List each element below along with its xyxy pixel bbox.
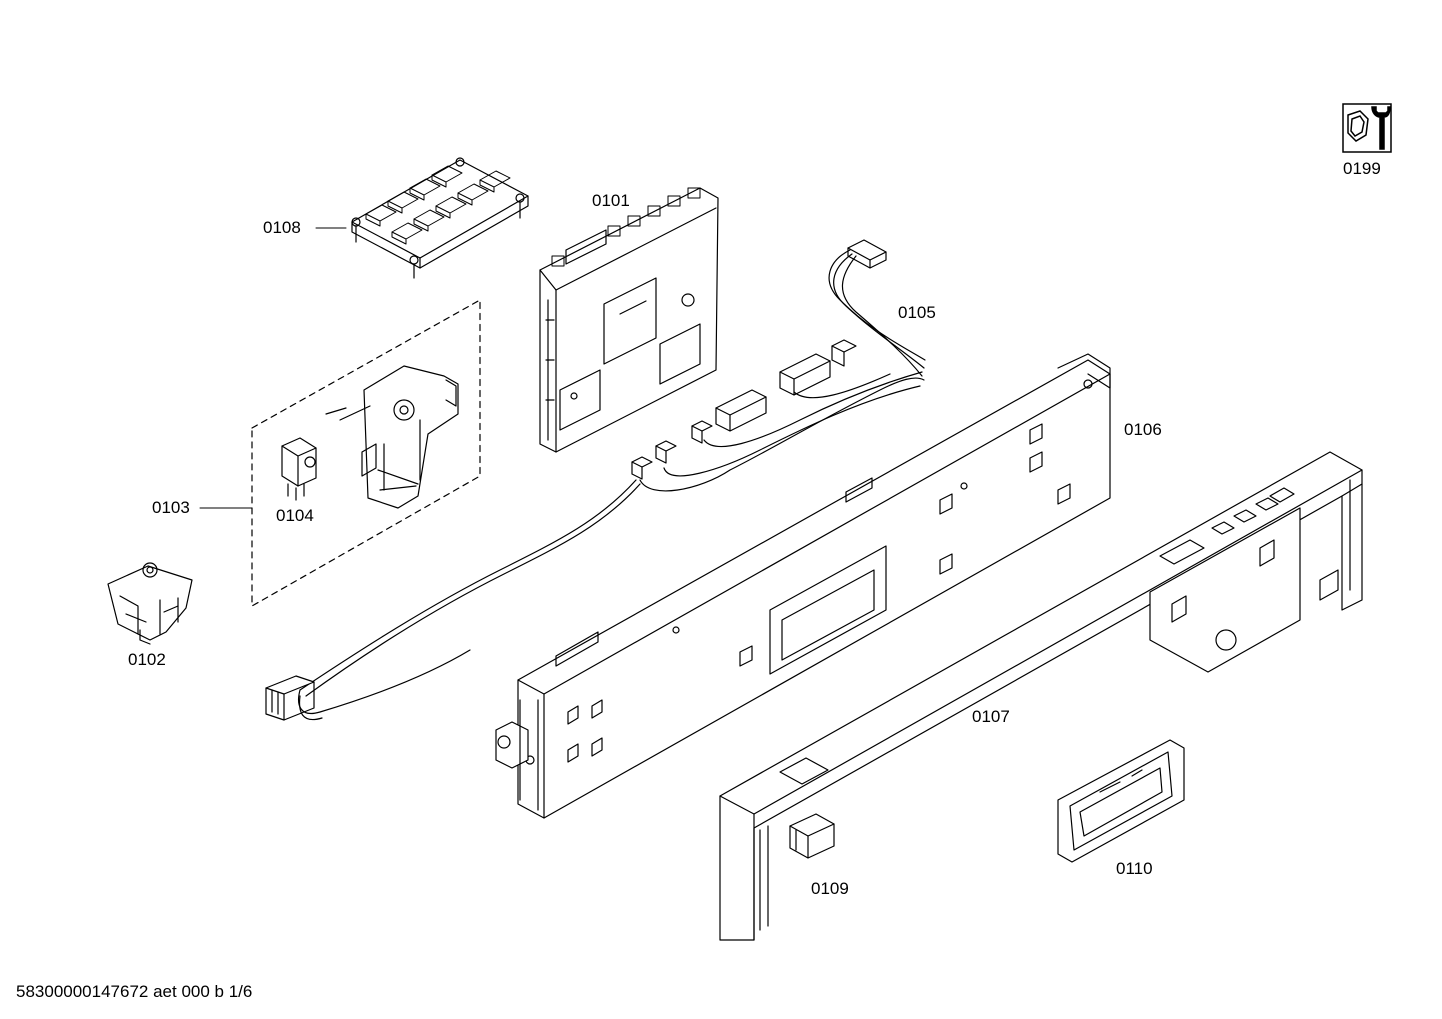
label-0101: 0101 — [592, 191, 630, 210]
part-0103-door-lock — [325, 365, 459, 509]
part-0109-plug — [789, 813, 835, 859]
label-0109: 0109 — [811, 879, 849, 898]
label-0199: 0199 — [1343, 159, 1381, 178]
part-0110-handle — [1057, 739, 1185, 863]
label-0105: 0105 — [898, 303, 936, 322]
part-0106-control-frame — [495, 353, 1111, 819]
leader-lines — [199, 227, 347, 509]
part-0107-fascia — [719, 451, 1363, 941]
part-0102-bracket — [107, 562, 193, 645]
label-0104: 0104 — [276, 506, 314, 525]
part-0108-button-mat — [351, 157, 529, 279]
part-0101-control-module — [539, 187, 719, 453]
part-0103-group-outline — [251, 299, 481, 607]
label-0106: 0106 — [1124, 420, 1162, 439]
part-0105-wiring-harness — [265, 239, 926, 721]
label-0108: 0108 — [263, 218, 301, 237]
drawing-id: 58300000147672 aet 000 b 1/6 — [16, 982, 253, 1001]
label-0107: 0107 — [972, 707, 1010, 726]
label-0103: 0103 — [152, 498, 190, 517]
nut-and-wrench-icon — [1342, 103, 1392, 153]
label-0110: 0110 — [1116, 859, 1153, 878]
part-0104-micro-switch — [281, 437, 317, 501]
label-0102: 0102 — [128, 650, 166, 669]
